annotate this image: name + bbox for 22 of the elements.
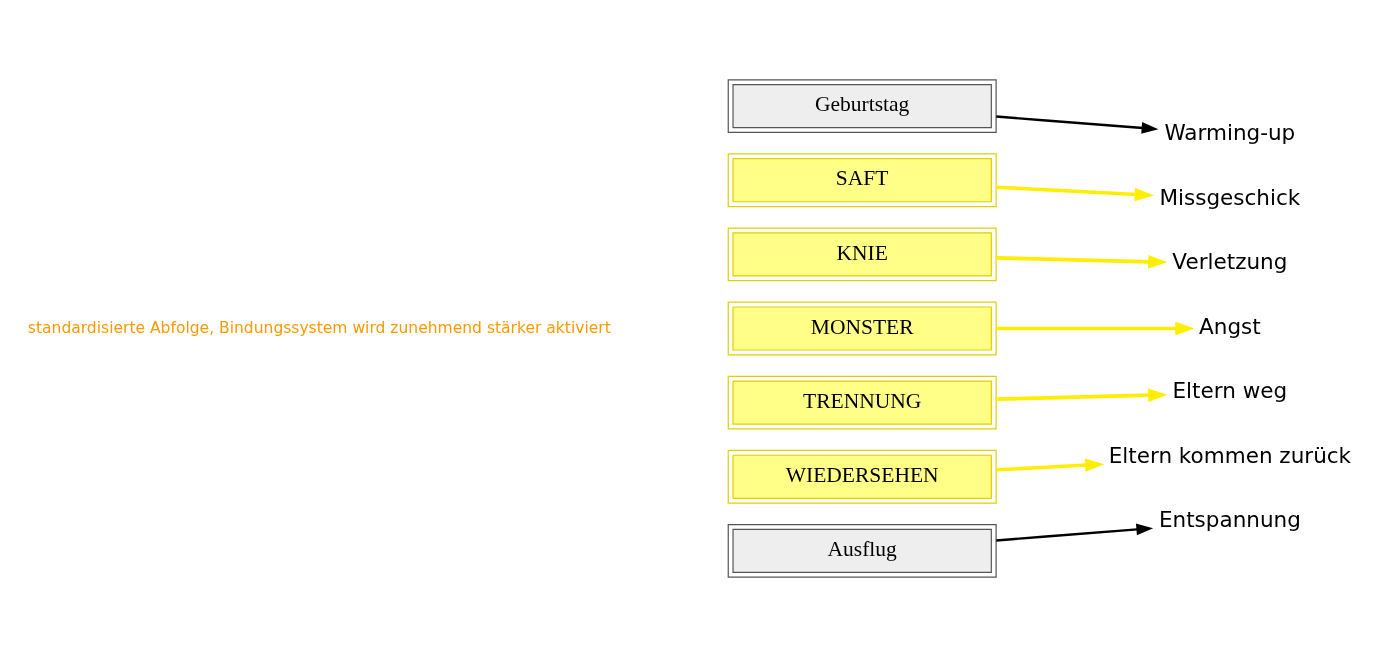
node-text: Angst — [1199, 313, 1261, 339]
node-text: Eltern weg — [1172, 378, 1288, 404]
node-text: Verletzung — [1172, 249, 1288, 275]
node-text: Eltern kommen zurück — [1108, 442, 1352, 468]
node-box: WIEDERSEHEN — [727, 449, 997, 504]
node-text: Entspannung — [1158, 507, 1301, 533]
arrow — [996, 321, 1195, 336]
arrow — [996, 255, 1168, 269]
arrow — [996, 523, 1154, 542]
node-box: Geburtstag — [727, 79, 997, 133]
node-box: KNIE — [727, 227, 997, 282]
arrow — [996, 458, 1105, 472]
node-box: SAFT — [727, 153, 997, 208]
node-box: Ausflug — [727, 524, 997, 578]
node-box: TRENNUNG — [727, 375, 997, 430]
node-box: MONSTER — [727, 301, 997, 356]
node-text: Missgeschick — [1159, 184, 1301, 210]
arrow — [996, 388, 1168, 402]
label: standardisierte Abfolge, Bindungssystem wird zunehmend stärker aktiviert — [27, 318, 611, 337]
arrow — [996, 185, 1154, 202]
arrow — [996, 115, 1159, 134]
node-text: Warming-up — [1164, 120, 1296, 146]
